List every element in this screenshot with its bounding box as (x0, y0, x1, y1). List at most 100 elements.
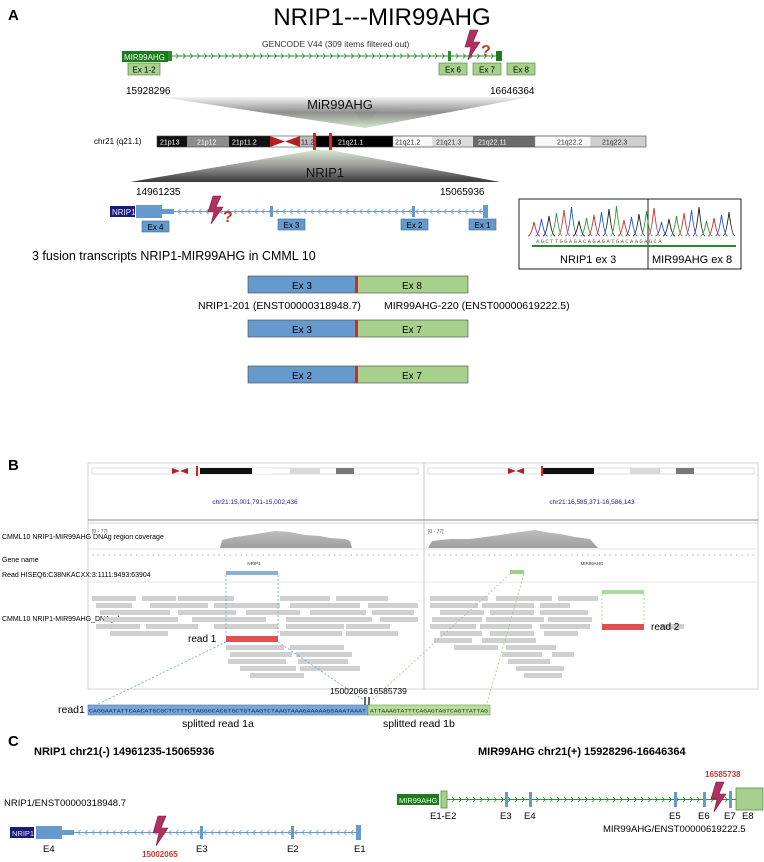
strand-arrow (345, 208, 349, 215)
band-label: 21p11.2 (232, 140, 257, 147)
aligned-read (280, 596, 330, 601)
strand-arrow (577, 796, 582, 803)
aligned-read (296, 652, 352, 657)
aligned-read (454, 645, 498, 650)
band-label: 21p13 (160, 140, 180, 147)
aligned-read (544, 631, 578, 636)
strand-arrow (338, 208, 342, 215)
chromatogram-peak (655, 221, 668, 237)
aligned-read (508, 659, 550, 664)
strand-arrow (287, 829, 291, 836)
fusion-transcript-2 (247, 319, 469, 338)
nrip-exon-box-1 (141, 220, 170, 233)
nrip-c-exon (356, 825, 361, 840)
igv-frame (87, 462, 759, 690)
strand-arrow (563, 796, 568, 803)
read-2-red (602, 624, 644, 630)
strand-arrow (226, 208, 230, 215)
fusion-transcript-3 (247, 365, 469, 384)
aligned-read (482, 603, 534, 608)
strand-arrow (296, 208, 300, 215)
strand-arrow (282, 208, 286, 215)
aligned-read (558, 596, 598, 601)
strand-arrow (357, 53, 362, 59)
nrip-zoom-shape (130, 150, 500, 182)
mir-transcript-id: MIR99AHG-220 (ENST00000619222.5) (384, 300, 570, 312)
aligned-read (96, 624, 140, 629)
strand-arrow (301, 829, 305, 836)
mir-c-exon (729, 791, 732, 808)
aligned-read (240, 666, 296, 671)
strand-arrow (483, 53, 488, 59)
nrip-c-title: NRIP1 chr21(-) 14961235-15065936 (34, 746, 214, 758)
locus-right: chr21:16,585,371-16,586,143 (549, 499, 635, 506)
aligned-read (110, 631, 168, 636)
sanger-right-label: MIR99AHG ex 8 (652, 254, 732, 266)
strand-arrow (549, 796, 554, 803)
strand-arrow (556, 796, 561, 803)
aligned-read (100, 610, 170, 615)
strand-arrow (612, 796, 617, 803)
mir-exon-label-2: Ex 6 (445, 66, 462, 75)
nrip-c-exon-label: E2 (287, 844, 299, 855)
strand-arrow (182, 53, 187, 59)
strand-arrow (175, 53, 180, 59)
mir-end-coord: 16646364 (490, 86, 535, 97)
strand-arrow (259, 829, 263, 836)
mir-c-exon (703, 792, 706, 807)
aligned-read (286, 624, 344, 629)
aligned-read (280, 631, 342, 636)
strand-arrow (401, 208, 405, 215)
aligned-read (490, 610, 534, 615)
aligned-read (178, 596, 234, 601)
strand-arrow (457, 208, 461, 215)
breakpoint-bolt-icon (207, 195, 224, 225)
strand-arrow (182, 829, 186, 836)
aligned-read (372, 610, 414, 615)
seq-part-a: CAGGAATATTCAACATGCGCTCTTTCTAGGGCACGTGCTG… (89, 708, 367, 715)
read-2-label: read 2 (651, 622, 680, 633)
mir-zoom-label: MiR99AHG (307, 97, 373, 112)
strand-arrow (280, 53, 285, 59)
nrip-exon-mark (483, 205, 488, 218)
read-pair-left (226, 571, 278, 575)
chrom-label: chr21 (q21.1) (94, 137, 142, 146)
strand-arrow (668, 796, 673, 803)
strand-arrow (689, 796, 694, 803)
strand-arrow (661, 796, 666, 803)
mir-exon-label-1: Ex 1-2 (132, 66, 156, 75)
aligned-read (146, 624, 198, 629)
fusion-1-right-label: Ex 8 (402, 281, 422, 292)
breakpoint-left: 15002066 (330, 686, 368, 696)
strand-arrow (422, 208, 426, 215)
coverage-range-right: [0 - 77] (428, 529, 444, 535)
chromatogram-peak (572, 220, 586, 237)
coverage-right (428, 530, 598, 548)
strand-arrow (385, 53, 390, 59)
strand-arrow (464, 208, 468, 215)
split-read-1b-label: splitted read 1b (383, 718, 455, 730)
strand-arrow (359, 208, 363, 215)
aligned-read (298, 659, 348, 664)
strand-arrow (476, 53, 481, 59)
strand-arrow (317, 208, 321, 215)
strand-arrow (329, 829, 333, 836)
strand-arrow (217, 829, 221, 836)
aligned-read (230, 652, 292, 657)
strand-arrow (415, 208, 419, 215)
chromatogram-peak (587, 214, 601, 237)
strand-arrow (133, 829, 137, 836)
nrip-gene-arrows (177, 208, 482, 215)
nrip-c-exon (291, 826, 294, 839)
strand-arrow (366, 208, 370, 215)
fusion-3-left-label: Ex 2 (292, 371, 312, 382)
strand-arrow (273, 829, 277, 836)
band-label: 21q22.2 (557, 140, 582, 147)
strand-arrow (126, 829, 130, 836)
panel-c: C NRIP1 chr21(-) 14961235-15065936 MIR99… (4, 733, 764, 859)
aligned-read (486, 617, 544, 622)
mir-exon-box-2 (438, 62, 468, 76)
strand-arrow (633, 796, 638, 803)
chromatogram-peak (602, 208, 616, 237)
breakpoint-bolt-icon (152, 815, 169, 847)
